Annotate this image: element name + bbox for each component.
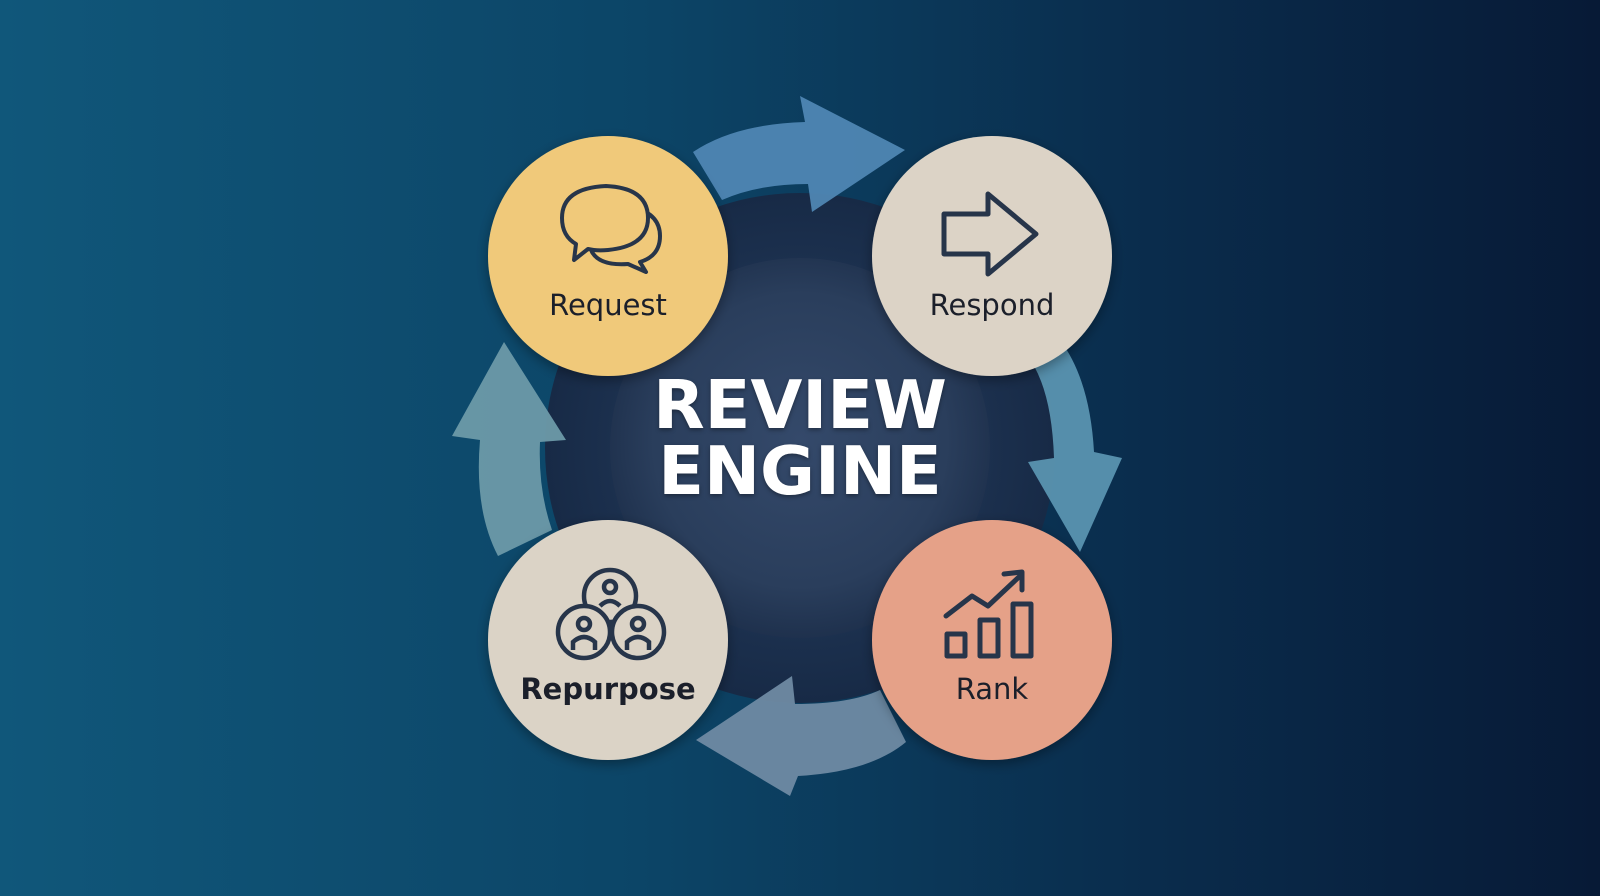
node-request xyxy=(488,136,728,376)
arrow-right-icon xyxy=(1028,340,1122,552)
arrow-bottom-icon xyxy=(696,676,906,796)
node-label-request: Request xyxy=(549,288,667,322)
node-respond xyxy=(872,136,1112,376)
arrow-top-icon xyxy=(693,96,905,212)
node-label-rank: Rank xyxy=(955,672,1029,706)
growth-chart-icon xyxy=(943,569,1034,659)
title-line-2: ENGINE xyxy=(658,432,942,510)
arrow-left-icon xyxy=(452,342,566,556)
speech-bubbles-icon xyxy=(560,184,662,274)
node-label-respond: Respond xyxy=(929,288,1055,322)
people-group-icon xyxy=(555,567,667,661)
title-line-1: REVIEW xyxy=(653,366,947,444)
node-rank xyxy=(872,520,1112,760)
center-hub xyxy=(610,258,990,638)
diagram-title: REVIEW ENGINE xyxy=(600,366,1000,510)
right-arrow-icon xyxy=(941,191,1039,277)
node-label-repurpose: Repurpose xyxy=(520,672,696,706)
